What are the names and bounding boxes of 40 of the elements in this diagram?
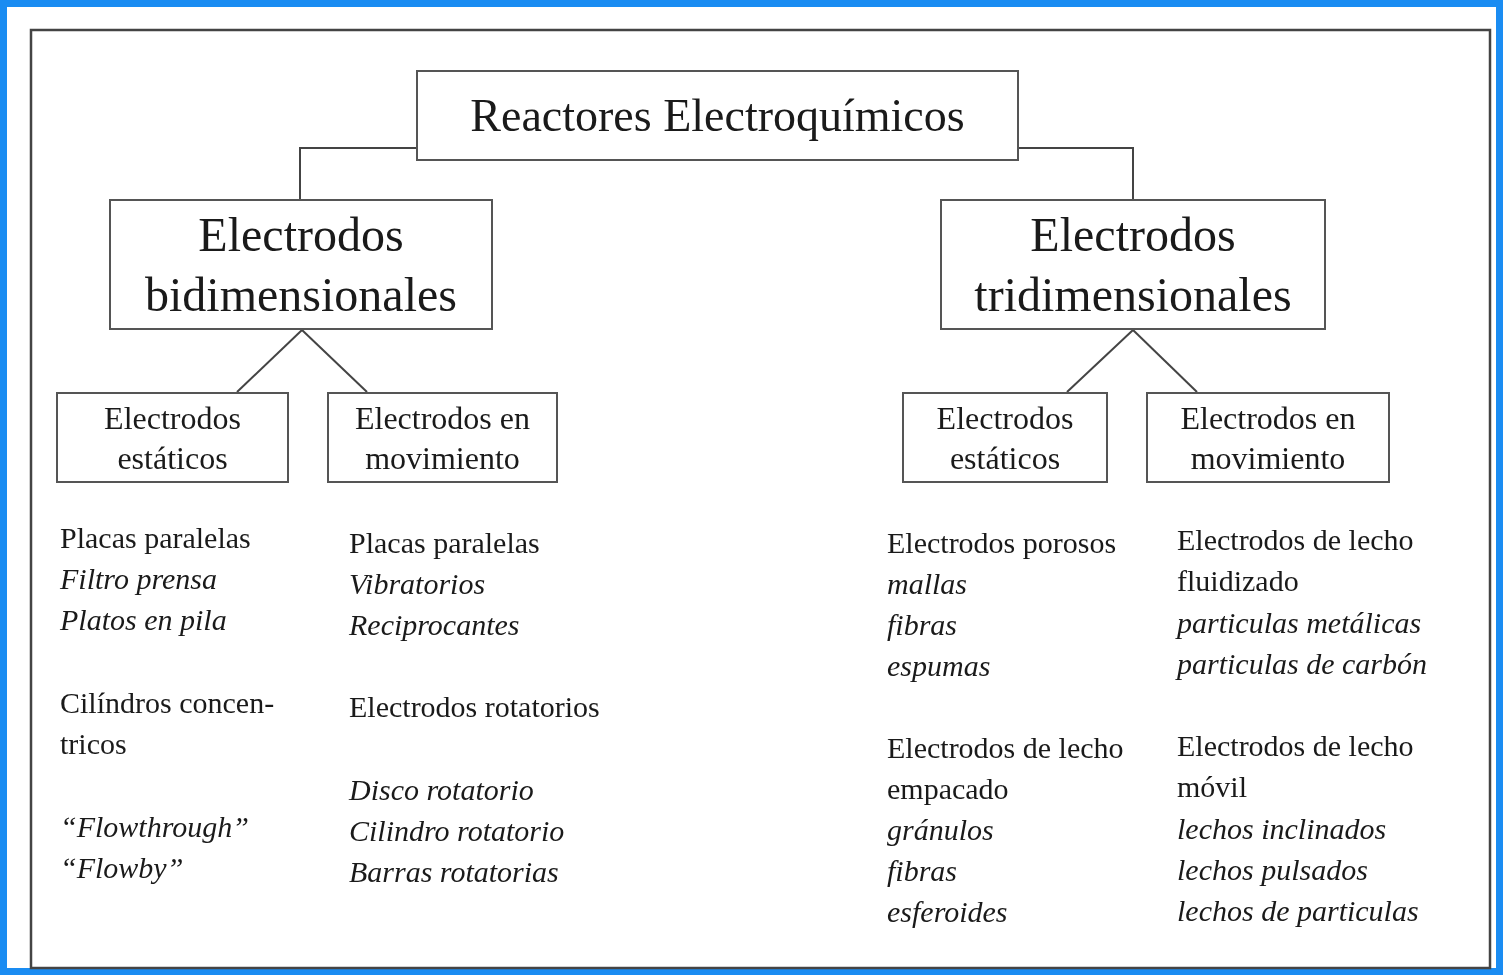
connector-line: [299, 147, 417, 200]
example-text: particulas metálicas: [1177, 605, 1423, 641]
category-box: [1146, 392, 1390, 483]
node-label: Electrodos bidimensionales: [144, 206, 458, 323]
connector-line: [1066, 329, 1134, 393]
node-label: Electrodos tridimensionales: [973, 206, 1293, 323]
type-text: Electrodos rotatorios: [349, 689, 601, 725]
node-label: Electrodos en movimiento: [1179, 398, 1357, 478]
example-text: Vibratorios: [349, 566, 487, 602]
category-box: [902, 392, 1108, 483]
node-label: Electrodos estáticos: [935, 398, 1075, 478]
example-text: Disco rotatorio: [349, 772, 535, 808]
example-text: fibras: [887, 853, 959, 889]
category-box: [940, 199, 1326, 330]
category-box: [327, 392, 558, 483]
category-box: [56, 392, 289, 483]
example-text: lechos pulsados: [1177, 852, 1369, 888]
type-text: Electrodos porosos: [887, 525, 1118, 561]
example-text: lechos de particulas: [1177, 893, 1420, 929]
node-label: Reactores Electroquímicos: [470, 88, 965, 143]
category-box: [416, 70, 1019, 161]
example-text: mallas: [887, 566, 968, 602]
example-text: Cilindro rotatorio: [349, 813, 566, 849]
node-label: Electrodos en movimiento: [353, 398, 531, 478]
example-text: Reciprocantes: [349, 607, 521, 643]
category-box: [109, 199, 493, 330]
example-text: Barras rotatorias: [349, 854, 560, 890]
example-text: lechos inclinados: [1177, 811, 1388, 847]
example-text: fibras: [887, 607, 959, 643]
example-text: esferoides: [887, 894, 1009, 930]
type-text: Placas paralelas: [349, 525, 541, 561]
example-text: espumas: [887, 648, 992, 684]
example-text: gránulos: [887, 812, 995, 848]
connector-line: [1018, 147, 1134, 200]
type-text: Cilíndros concen- tricos: [60, 685, 276, 762]
connector-line: [301, 329, 368, 393]
connector-line: [236, 329, 303, 393]
example-text: particulas de carbón: [1177, 646, 1428, 682]
node-label: Electrodos estáticos: [103, 398, 242, 478]
connector-line: [1132, 329, 1198, 393]
